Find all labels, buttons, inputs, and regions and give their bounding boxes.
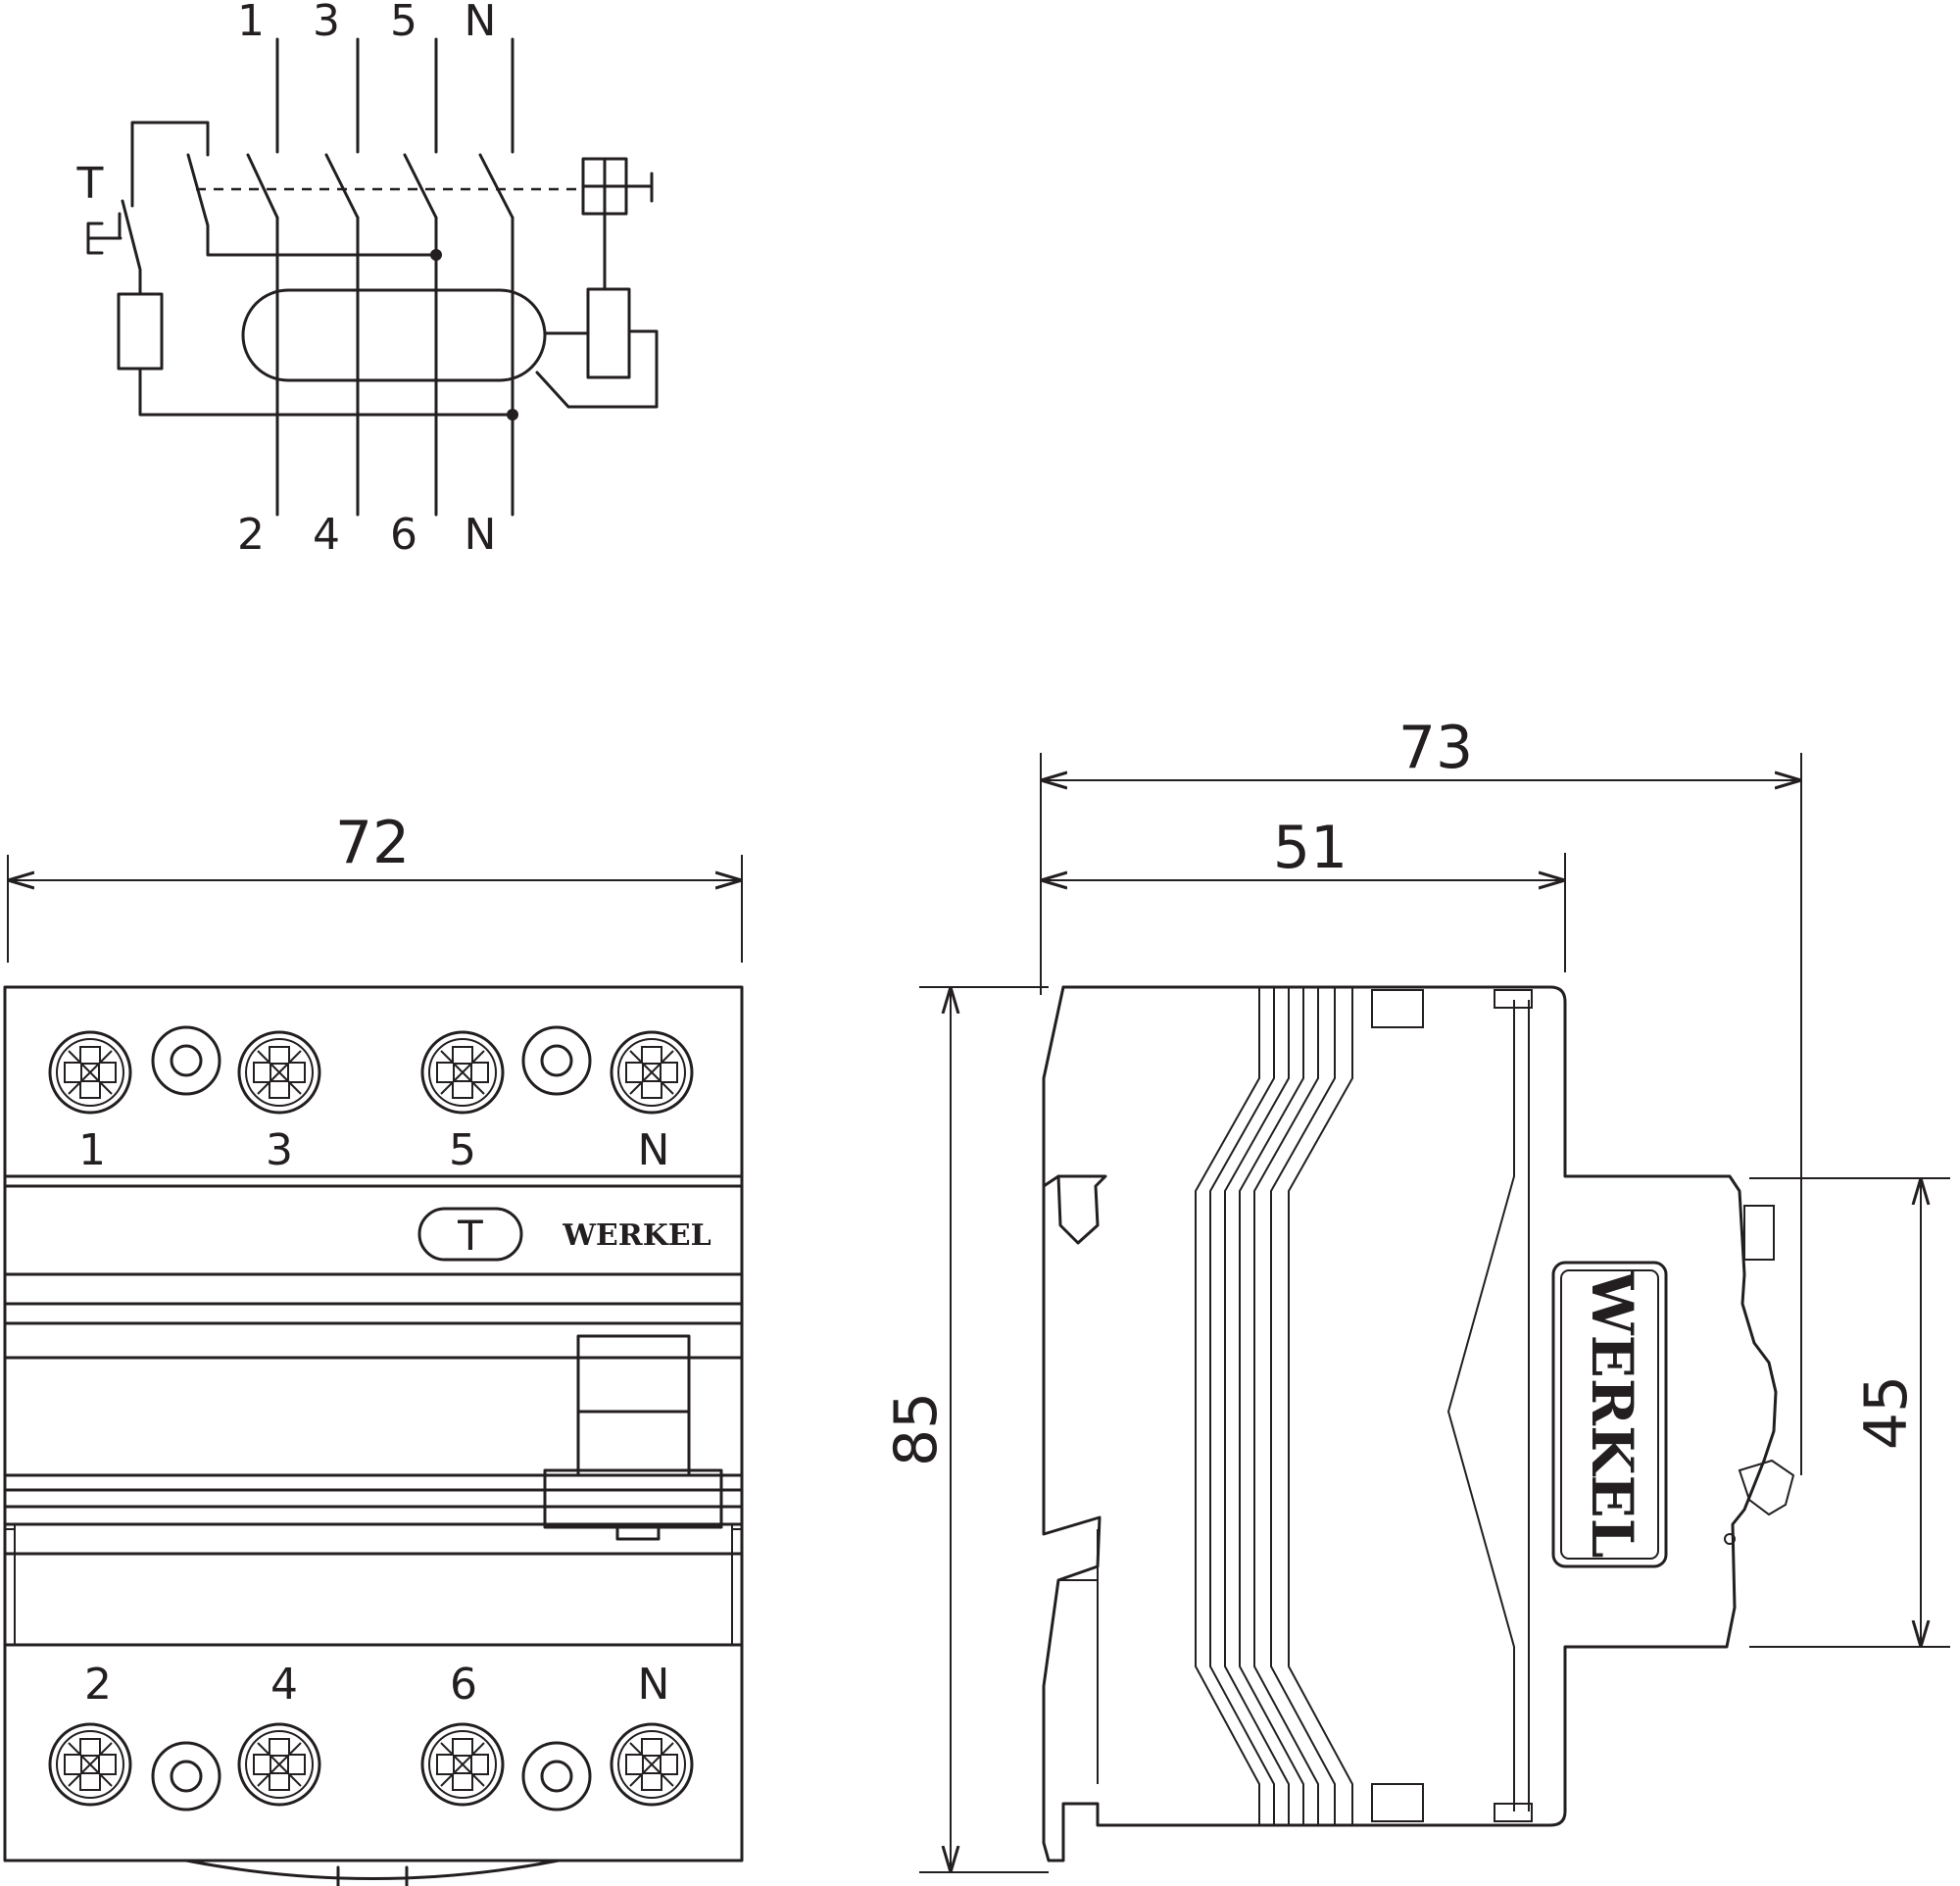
side-total-depth-dimension: 73 bbox=[1398, 714, 1473, 782]
front-view: 72 1 3 5 N T WERKEL 2 4 6 N bbox=[3, 809, 744, 1886]
front-top-terminal-3: 3 bbox=[266, 1125, 293, 1175]
front-bottom-terminal-4: 4 bbox=[270, 1660, 298, 1710]
front-bottom-terminal-n: N bbox=[638, 1660, 670, 1710]
front-top-terminal-5: 5 bbox=[449, 1125, 476, 1175]
schematic-top-label-n: N bbox=[465, 0, 497, 46]
schematic-bottom-label-4: 4 bbox=[313, 510, 340, 560]
schematic-top-label-1: 1 bbox=[237, 0, 265, 46]
side-height-dimension: 85 bbox=[882, 1392, 951, 1466]
front-bottom-terminal-2: 2 bbox=[84, 1660, 112, 1710]
schematic-test-label-t: T bbox=[76, 159, 104, 209]
circuit-schematic: 1 3 5 N 2 4 6 N T bbox=[76, 0, 659, 560]
front-width-dimension: 72 bbox=[335, 809, 410, 877]
schematic-top-label-5: 5 bbox=[390, 0, 417, 46]
front-bottom-terminal-6: 6 bbox=[450, 1660, 477, 1710]
schematic-bottom-label-n: N bbox=[465, 510, 497, 560]
schematic-bottom-label-6: 6 bbox=[390, 510, 417, 560]
front-brand-logo: WERKEL bbox=[562, 1218, 711, 1253]
test-button bbox=[417, 1207, 523, 1262]
side-body-depth-dimension: 51 bbox=[1273, 814, 1348, 882]
front-top-terminal-1: 1 bbox=[78, 1125, 106, 1175]
side-front-height-dimension: 45 bbox=[1852, 1375, 1921, 1450]
schematic-top-label-3: 3 bbox=[313, 0, 340, 46]
side-brand-logo: WERKEL bbox=[1579, 1270, 1645, 1559]
front-top-terminal-n: N bbox=[638, 1125, 670, 1175]
test-button-label: T bbox=[457, 1212, 483, 1260]
side-view: 73 51 85 45 bbox=[882, 714, 1950, 1873]
schematic-bottom-label-2: 2 bbox=[237, 510, 265, 560]
